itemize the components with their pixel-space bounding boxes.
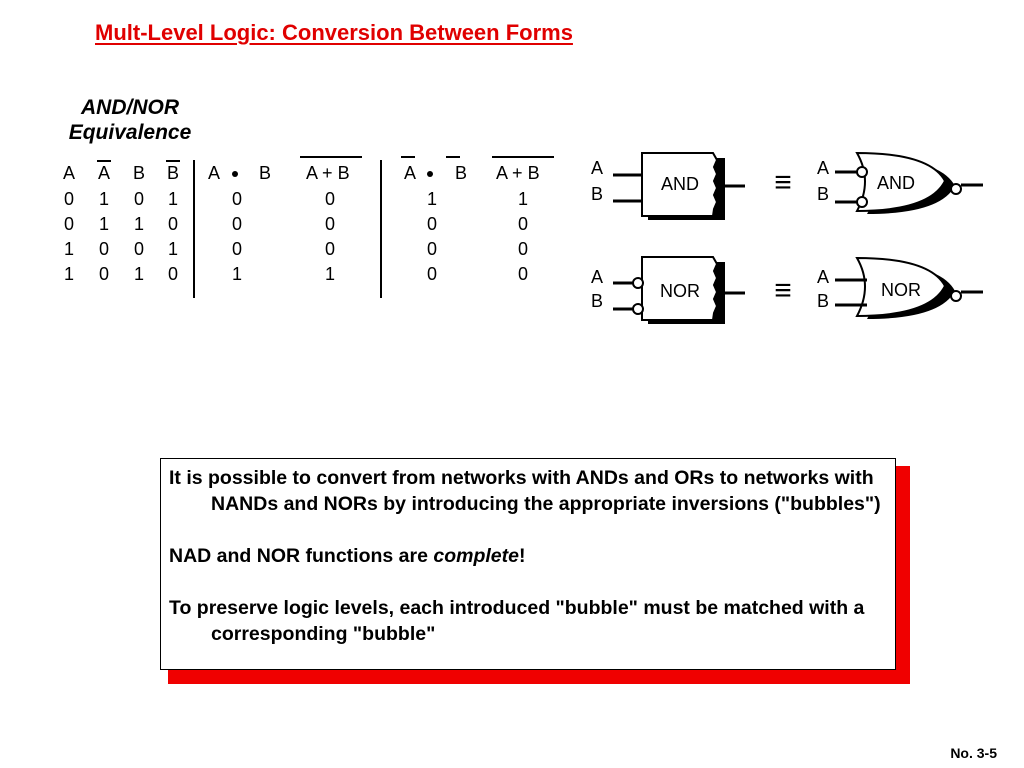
overbar: [166, 160, 180, 162]
header-a-bar: A: [97, 163, 110, 183]
nor-gate-label: NOR: [660, 281, 700, 301]
column-divider: [193, 160, 195, 298]
table-cell: 0: [98, 239, 109, 259]
header-nor-right: B: [337, 163, 350, 183]
input-b-label: B: [591, 291, 603, 311]
gate-svg: AND A B ≡ AND A B NOR: [591, 151, 983, 324]
gate-diagrams: AND A B ≡ AND A B NOR: [585, 150, 985, 335]
input-a-label: A: [591, 158, 603, 178]
and-dot: [427, 171, 433, 177]
table-cell: 0: [324, 239, 335, 259]
header-nor: A + B: [306, 162, 350, 184]
header-or-dual-op: +: [512, 163, 523, 183]
table-cell: 0: [167, 214, 178, 234]
table-cell: 0: [167, 264, 178, 284]
input-bubble: [856, 166, 868, 178]
header-b: B: [132, 163, 145, 183]
table-cell: 0: [324, 214, 335, 234]
input-a-label: A: [817, 267, 829, 287]
slide-number: No. 3-5: [950, 745, 997, 761]
input-b-label: B: [817, 184, 829, 204]
table-cell: 0: [426, 239, 437, 259]
header-a: A: [62, 163, 75, 183]
table-cell: 0: [231, 189, 242, 209]
table-cell: 0: [63, 189, 74, 209]
input-bubble: [856, 196, 868, 208]
overbar: [446, 156, 460, 158]
overbar: [401, 156, 415, 158]
table-cell: 0: [324, 189, 335, 209]
section-heading: AND/NOR Equivalence: [40, 95, 220, 145]
and-equivalent-nor-gate: AND A B: [817, 151, 983, 214]
input-a-label: A: [591, 267, 603, 287]
table-cell: 1: [133, 214, 144, 234]
header-nand-dual-right: B: [455, 163, 468, 183]
input-bubble: [632, 303, 644, 315]
input-b-label: B: [591, 184, 603, 204]
input-bubble: [632, 277, 644, 289]
table-cell: 1: [98, 214, 109, 234]
overbar: [97, 160, 111, 162]
table-cell: 0: [517, 214, 528, 234]
table-cell: 0: [426, 264, 437, 284]
table-cell: 0: [63, 214, 74, 234]
note-paragraph-3: To preserve logic levels, each introduce…: [169, 597, 865, 645]
equivalence-symbol: ≡: [774, 274, 792, 307]
note-box: It is possible to convert from networks …: [160, 458, 896, 670]
section-heading-line1: AND/NOR: [81, 96, 179, 119]
table-cell: 0: [98, 264, 109, 284]
column-divider: [380, 160, 382, 298]
note-paragraph-2-text: NAD and NOR functions are: [169, 545, 434, 567]
header-nor-op: +: [322, 163, 333, 183]
table-cell: 0: [517, 239, 528, 259]
and-gate: AND A B: [591, 152, 745, 220]
input-a-label: A: [817, 158, 829, 178]
header-or-dual-left: A: [496, 163, 508, 183]
table-cell: 0: [426, 214, 437, 234]
table-cell: 1: [167, 239, 178, 259]
header-nand-dual-left: A: [404, 163, 416, 183]
and-dot: [232, 171, 238, 177]
and-gate-label: AND: [877, 173, 915, 193]
output-bubble: [950, 183, 962, 195]
note-paragraph-2: NAD and NOR functions are complete!: [169, 543, 887, 569]
truth-table: A A B B A B A + B A B A + B 0 1 0 1 0 0: [40, 156, 570, 305]
overbar: [492, 156, 554, 158]
table-cell: 0: [133, 239, 144, 259]
table-cell: 1: [63, 239, 74, 259]
header-nor-left: A: [306, 163, 318, 183]
nor-gate: NOR A B: [817, 256, 983, 319]
nor-equivalent-and-gate: NOR A B: [591, 256, 745, 324]
overbar: [300, 156, 362, 158]
note-paragraph-2-end: !: [518, 545, 526, 567]
table-cell: 1: [98, 189, 109, 209]
header-and-left: A: [208, 163, 220, 183]
header-and: A B: [208, 162, 271, 184]
table-cell: 0: [133, 189, 144, 209]
note-paragraph-1: It is possible to convert from networks …: [169, 467, 881, 515]
header-nand-dual: A B: [404, 162, 467, 184]
table-cell: 0: [231, 239, 242, 259]
table-cell: 1: [324, 264, 335, 284]
header-b-bar: B: [166, 163, 179, 183]
table-cell: 1: [63, 264, 74, 284]
and-gate-label: AND: [661, 174, 699, 194]
table-cell: 1: [517, 189, 528, 209]
header-or-dual-right: B: [527, 163, 540, 183]
slide-title: Mult-Level Logic: Conversion Between For…: [95, 20, 573, 45]
table-cell: 1: [231, 264, 242, 284]
note-emphasis: complete: [433, 545, 519, 567]
table-cell: 1: [133, 264, 144, 284]
table-cell: 0: [517, 264, 528, 284]
output-bubble: [950, 290, 962, 302]
nor-gate-label: NOR: [881, 280, 921, 300]
header-or-dual: A + B: [496, 162, 540, 184]
table-cell: 1: [426, 189, 437, 209]
section-heading-line2: Equivalence: [68, 121, 192, 144]
equivalence-symbol: ≡: [774, 166, 792, 199]
header-and-right: B: [259, 163, 272, 183]
input-b-label: B: [817, 291, 829, 311]
table-cell: 0: [231, 214, 242, 234]
table-cell: 1: [167, 189, 178, 209]
